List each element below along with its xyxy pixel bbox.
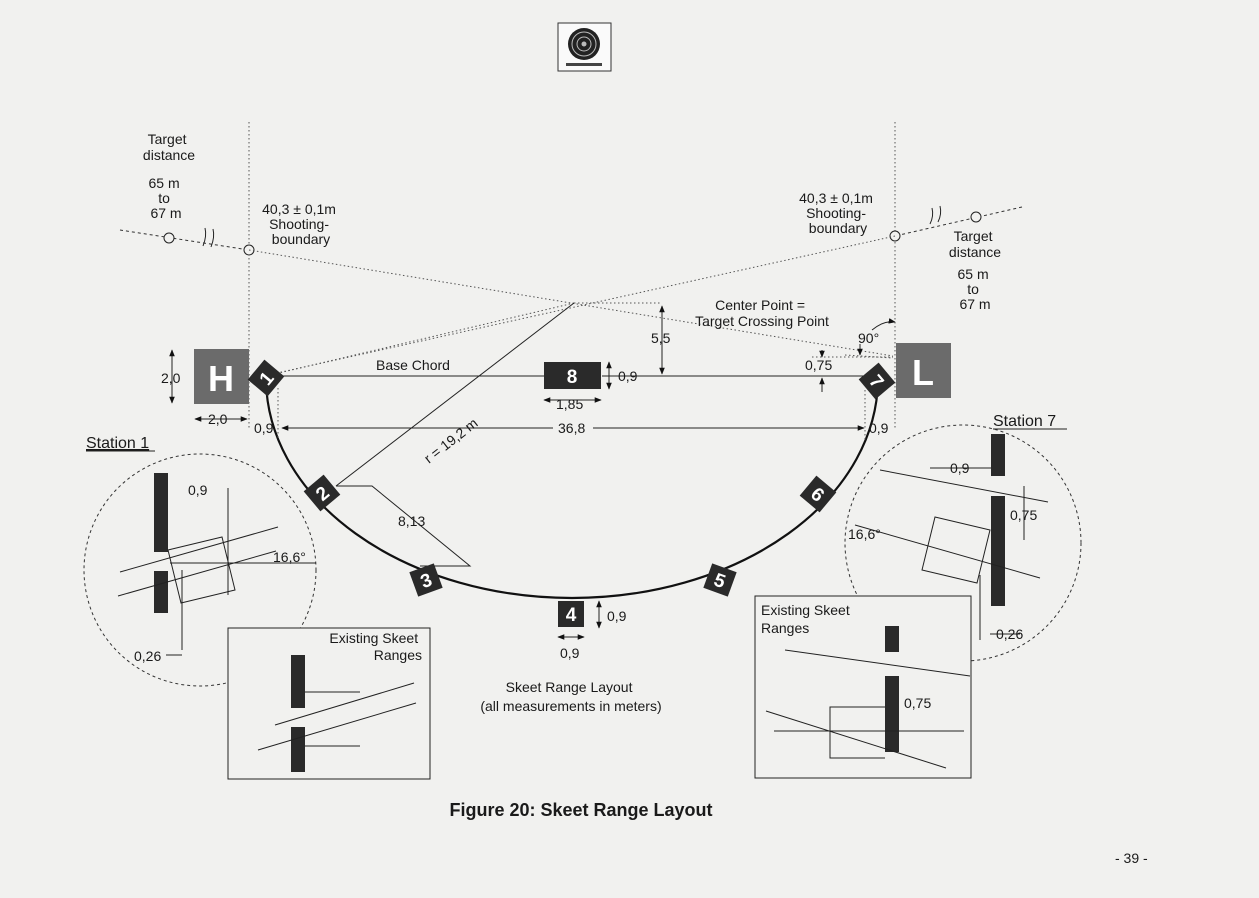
- low-house-label: L: [912, 352, 934, 393]
- target-distance-right-label: Target distance: [949, 228, 1001, 260]
- flight-line-aux-left: [261, 302, 575, 378]
- dim-2-0-vertical-label: 2,0: [161, 370, 181, 386]
- dim-2-0-horizontal-label: 2,0: [208, 411, 228, 427]
- station7-inset-post-bottom: [885, 676, 899, 752]
- dim-36-8-label: 36,8: [558, 420, 585, 436]
- shooting-boundary-right-label: 40,3 ± 0,1m Shooting- boundary: [799, 190, 877, 236]
- station1-inset-post-bottom: [291, 727, 305, 772]
- high-house-label: H: [208, 358, 234, 399]
- radius-label: r = 19,2 m: [421, 415, 481, 467]
- station-1: 1: [247, 359, 285, 397]
- station7-detail: Station 7 0,9 0,75 16,6° 0,26 Existing S…: [754, 413, 1082, 779]
- break-mark-left: [202, 227, 215, 248]
- station1-angle: 16,6°: [273, 549, 306, 565]
- dim-0-9-right-label: 0,9: [869, 420, 889, 436]
- dim-0-9-station4-v-label: 0,9: [607, 608, 627, 624]
- flight-line-low: [267, 235, 896, 376]
- station1-existing-label: Existing Skeet Ranges: [329, 630, 422, 663]
- station7-inset-diag: [765, 710, 947, 769]
- station7-dim-0-9: 0,9: [950, 460, 970, 476]
- target-range-left-label: 65 m to 67 m: [148, 175, 183, 221]
- station-6: 6: [799, 475, 837, 513]
- station1-detail-title: Station 1: [86, 435, 149, 452]
- station-3: 3: [409, 563, 443, 597]
- station1-ref-line-2: [117, 550, 277, 597]
- target-range-right-label: 65 m to 67 m: [957, 266, 992, 312]
- high-house: H: [194, 349, 249, 404]
- shooting-boundary-left-label: 40,3 ± 0,1m Shooting- boundary: [262, 201, 340, 247]
- station7-inset-post-top: [885, 626, 899, 652]
- target-marker-right: [970, 211, 982, 223]
- station1-inset-post-top: [291, 655, 305, 708]
- station7-angle: 16,6°: [848, 526, 881, 542]
- station1-dim-0-9: 0,9: [188, 482, 208, 498]
- dim-8-13-triangle: [336, 485, 472, 567]
- angle-90-arc: [871, 318, 896, 331]
- radius-line: [335, 302, 575, 487]
- station1-ref-line-1: [119, 526, 279, 573]
- center-point-label: Center Point = Target Crossing Point: [695, 297, 829, 329]
- layout-title: Skeet Range Layout (all measurements in …: [480, 679, 661, 714]
- dim-8-13-label: 8,13: [398, 513, 425, 529]
- station7-dim-0-75: 0,75: [1010, 507, 1037, 523]
- dim-0-9-left-label: 0,9: [254, 420, 274, 436]
- break-mark-right: [929, 205, 942, 225]
- base-chord-label: Base Chord: [376, 357, 450, 373]
- station7-ref-line-1: [854, 524, 1041, 579]
- station7-inset-bracket: [829, 706, 885, 759]
- page-number: - 39 -: [1115, 850, 1148, 866]
- dim-0-75-label: 0,75: [805, 357, 832, 373]
- station1-detail: Station 1 0,9 16,6° 0,26 Existing Skeet …: [83, 435, 431, 780]
- station1-stand-outline: [167, 536, 236, 604]
- station1-post-top: [154, 473, 168, 552]
- flight-line-high: [248, 249, 894, 357]
- station7-detail-circle: [844, 424, 1082, 662]
- station7-post-bottom: [991, 496, 1005, 606]
- station1-dim-0-26: 0,26: [134, 648, 161, 664]
- station1-detail-circle: [83, 453, 317, 687]
- dim-0-9-station8-label: 0,9: [618, 368, 638, 384]
- dim-1-85-label: 1,85: [556, 396, 583, 412]
- station-2: 2: [303, 474, 341, 512]
- target-distance-left-label: Target distance: [143, 131, 195, 163]
- station7-existing-inset: [754, 595, 972, 779]
- station7-ref-line-2: [879, 469, 1049, 503]
- station1-inset-diag-1: [274, 682, 415, 726]
- station1-existing-inset: [227, 627, 431, 780]
- station7-inset-ref-1: [784, 649, 971, 677]
- figure-caption: Figure 20: Skeet Range Layout: [449, 800, 712, 820]
- station-8: 8: [544, 362, 601, 389]
- station-7: 7: [858, 362, 896, 400]
- angle-90-label: 90°: [858, 330, 879, 346]
- station-5: 5: [703, 563, 737, 597]
- svg-text:8: 8: [567, 367, 578, 388]
- station7-dim-0-26: 0,26: [996, 626, 1023, 642]
- station-4: 4: [558, 601, 584, 627]
- svg-text:4: 4: [566, 605, 577, 626]
- station7-existing-label: Existing Skeet Ranges: [761, 602, 854, 636]
- target-marker-left: [163, 232, 175, 244]
- station-arc: [264, 377, 880, 600]
- station7-post-top: [991, 434, 1005, 476]
- target-line-left: [119, 229, 250, 251]
- federation-seal-icon: [557, 22, 612, 72]
- target-line-right: [894, 206, 1023, 237]
- low-house: L: [896, 343, 951, 398]
- station7-stand-outline: [921, 516, 991, 584]
- station1-inset-diag-2: [257, 702, 417, 751]
- dim-0-9-station4-h-label: 0,9: [560, 645, 580, 661]
- station1-post-bottom: [154, 571, 168, 613]
- station7-detail-title: Station 7: [993, 413, 1056, 430]
- dim-5-5-label: 5,5: [651, 330, 671, 346]
- station7-inset-dim-0-75: 0,75: [904, 695, 931, 711]
